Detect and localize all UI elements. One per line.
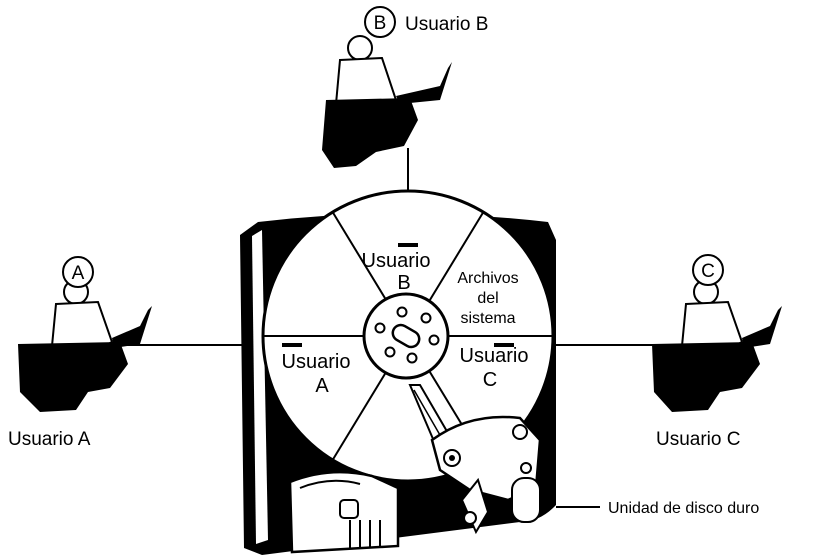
section-label-user-c-line2: C [483, 369, 497, 391]
drive-motor [288, 470, 541, 554]
section-label-system-line1: Archivos [457, 270, 518, 287]
section-label-system-line2: del [477, 290, 498, 307]
user-a-caption: Usuario A [8, 429, 91, 450]
user-c-caption: Usuario C [656, 429, 740, 450]
drive-case-highlight [252, 230, 268, 544]
section-label-user-a: Usuario A [282, 351, 351, 397]
section-label-system-line3: sistema [460, 310, 515, 327]
section-label-user-c-line1: Usuario [460, 345, 529, 367]
section-label-user-b: Usuario B [362, 250, 431, 294]
user-c-marker: C [692, 254, 724, 286]
section-label-user-a-line2: A [315, 375, 329, 397]
platter-hub [362, 292, 450, 380]
user-b-caption: Usuario B [405, 14, 488, 35]
disk-platter [261, 189, 555, 483]
section-label-user-a-line1: Usuario [282, 351, 351, 373]
user-c-marker-letter: C [701, 261, 715, 282]
user-a-figure [18, 279, 152, 412]
user-a-marker: A [62, 256, 94, 288]
user-c-figure [652, 279, 782, 412]
user-b-marker-letter: B [374, 13, 387, 34]
drive-callout: Unidad de disco duro [556, 500, 759, 517]
section-label-user-c: Usuario C [460, 345, 529, 391]
user-b-marker: B [364, 6, 396, 38]
hard-disk-drive [240, 189, 556, 555]
user-b-figure [322, 35, 452, 168]
drive-callout-label: Unidad de disco duro [608, 500, 759, 517]
section-label-user-b-line2: B [397, 272, 410, 294]
section-label-user-b-line1: Usuario [362, 250, 431, 272]
user-a-marker-letter: A [72, 263, 85, 284]
read-write-arm [408, 384, 542, 535]
section-label-system-files: Archivos del sistema [457, 270, 518, 327]
